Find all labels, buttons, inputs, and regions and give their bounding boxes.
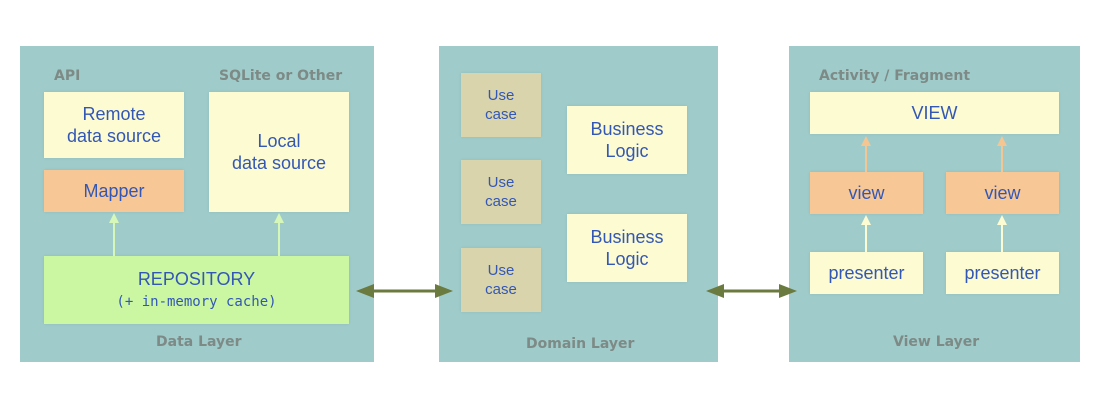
mapper-box: Mapper bbox=[44, 170, 184, 212]
presenter-box: presenter bbox=[946, 252, 1059, 294]
presenter-to-view-arrow bbox=[997, 215, 1007, 252]
view-layer-caption: View Layer bbox=[893, 334, 980, 350]
view-main-box: VIEW bbox=[810, 92, 1059, 134]
domain-view-double-arrow bbox=[706, 284, 797, 298]
use-case-box: Use case bbox=[461, 73, 541, 137]
repository-box: REPOSITORY (+ in-memory cache) bbox=[44, 256, 349, 324]
activity-fragment-label: Activity / Fragment bbox=[819, 68, 971, 84]
data-layer-panel: API SQLite or Other Remote data source M… bbox=[20, 46, 374, 362]
repository-to-mapper-arrow bbox=[109, 213, 119, 256]
domain-layer-panel: Use case Use case Use case Business Logi… bbox=[439, 46, 718, 362]
repository-note: (+ in-memory cache) bbox=[116, 294, 277, 310]
use-case-box: Use case bbox=[461, 248, 541, 312]
business-logic-box: Business Logic bbox=[567, 214, 687, 282]
repository-to-local-arrow bbox=[274, 213, 284, 256]
business-logic-box: Business Logic bbox=[567, 106, 687, 174]
domain-layer-caption: Domain Layer bbox=[526, 336, 635, 352]
view-to-main-view-arrow bbox=[861, 136, 871, 172]
presenter-to-view-arrow bbox=[861, 215, 871, 252]
use-case-box: Use case bbox=[461, 160, 541, 224]
remote-data-source-box: Remote data source bbox=[44, 92, 184, 158]
view-layer-panel: Activity / Fragment VIEW view view prese… bbox=[789, 46, 1080, 362]
sqlite-label: SQLite or Other bbox=[219, 68, 343, 84]
presenter-box: presenter bbox=[810, 252, 923, 294]
view-box: view bbox=[810, 172, 923, 214]
data-domain-double-arrow bbox=[356, 284, 453, 298]
view-box: view bbox=[946, 172, 1059, 214]
view-to-main-view-arrow bbox=[997, 136, 1007, 172]
api-label: API bbox=[54, 68, 81, 84]
local-data-source-box: Local data source bbox=[209, 92, 349, 212]
data-layer-caption: Data Layer bbox=[156, 334, 242, 350]
repository-label: REPOSITORY bbox=[137, 269, 256, 289]
